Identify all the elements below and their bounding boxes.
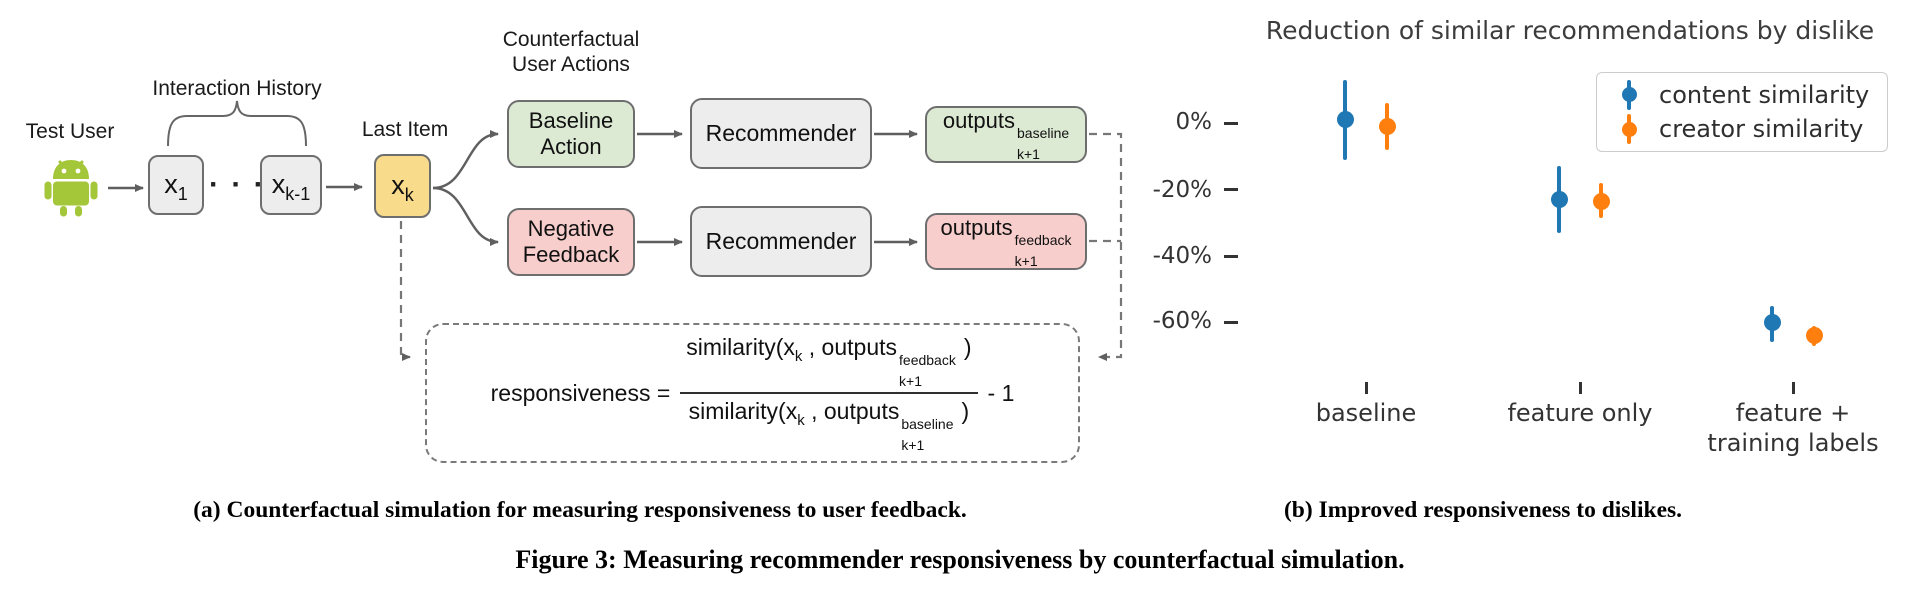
- xtick-mark: [1791, 382, 1795, 394]
- xtick-mark: [1578, 382, 1582, 394]
- data-point: [1336, 111, 1354, 129]
- recommender-box-top: Recommender: [690, 98, 872, 169]
- xtick-label-feature-training-labels: feature + training labels: [1707, 399, 1879, 457]
- caption-b: (b) Improved responsiveness to dislikes.: [1283, 497, 1683, 523]
- counterfactual-user-actions-label: Counterfactual User Actions: [502, 28, 640, 77]
- ytick-mark: [1224, 254, 1238, 258]
- data-point: [1378, 117, 1396, 135]
- formula-lhs: responsiveness =: [490, 379, 671, 406]
- legend-row-creator-similarity: creator similarity: [1597, 112, 1887, 146]
- formula-rhs: - 1: [987, 379, 1015, 406]
- legend-label: content similarity: [1659, 80, 1870, 109]
- data-point: [1763, 314, 1781, 331]
- ytick-label-60: -60%: [1152, 308, 1212, 334]
- ytick-mark: [1224, 321, 1238, 324]
- item-box-xk-label: xk: [391, 170, 414, 206]
- fraction-bar: [680, 392, 978, 394]
- ytick-label-0: 0%: [1175, 109, 1213, 135]
- data-point: [1550, 190, 1568, 208]
- arrow-xk-to-negative: [432, 186, 499, 246]
- legend-row-content-similarity: content similarity: [1597, 78, 1887, 112]
- responsiveness-formula-box: responsiveness = similarity(xk , outputs…: [425, 323, 1080, 463]
- ytick-mark: [1224, 121, 1238, 125]
- data-point: [1805, 327, 1823, 345]
- item-box-xk1: xk-1: [260, 155, 322, 215]
- arrow-xk-to-baseline: [432, 130, 499, 190]
- test-user-label: Test User: [25, 120, 115, 143]
- chart-title: Reduction of similar recommendations by …: [1265, 16, 1875, 45]
- xtick-label-baseline: baseline: [1315, 399, 1417, 427]
- caption-a: (a) Counterfactual simulation for measur…: [193, 497, 967, 523]
- errorbar-marker-icon: [1611, 78, 1647, 112]
- xtick-label-feature-only: feature only: [1507, 399, 1653, 427]
- dashed-outputs-top-to-formula: [1089, 132, 1123, 361]
- item-box-xk: xk: [374, 154, 431, 218]
- item-box-x1-label: x1: [164, 169, 188, 205]
- xtick-mark: [1364, 382, 1368, 394]
- figure-caption: Figure 3: Measuring recommender responsi…: [515, 545, 1405, 574]
- dashed-xk-to-formula: [399, 221, 411, 361]
- errorbar-marker-icon: [1611, 112, 1647, 146]
- last-item-label: Last Item: [361, 118, 449, 141]
- item-box-x1: x1: [148, 155, 204, 215]
- item-box-xk1-label: xk-1: [271, 169, 311, 205]
- android-icon: [44, 160, 98, 217]
- recommender-box-bottom: Recommender: [690, 206, 872, 277]
- chart-legend: content similarity creator similarity: [1596, 72, 1888, 152]
- ellipsis-dots: · · ·: [209, 168, 266, 201]
- interaction-history-label: Interaction History: [152, 77, 322, 100]
- legend-label: creator similarity: [1659, 115, 1864, 144]
- data-point: [1592, 192, 1610, 210]
- interaction-history-brace: [167, 100, 307, 147]
- ytick-label-20: -20%: [1152, 177, 1212, 203]
- ytick-mark: [1224, 188, 1238, 191]
- ytick-label-40: -40%: [1152, 243, 1212, 269]
